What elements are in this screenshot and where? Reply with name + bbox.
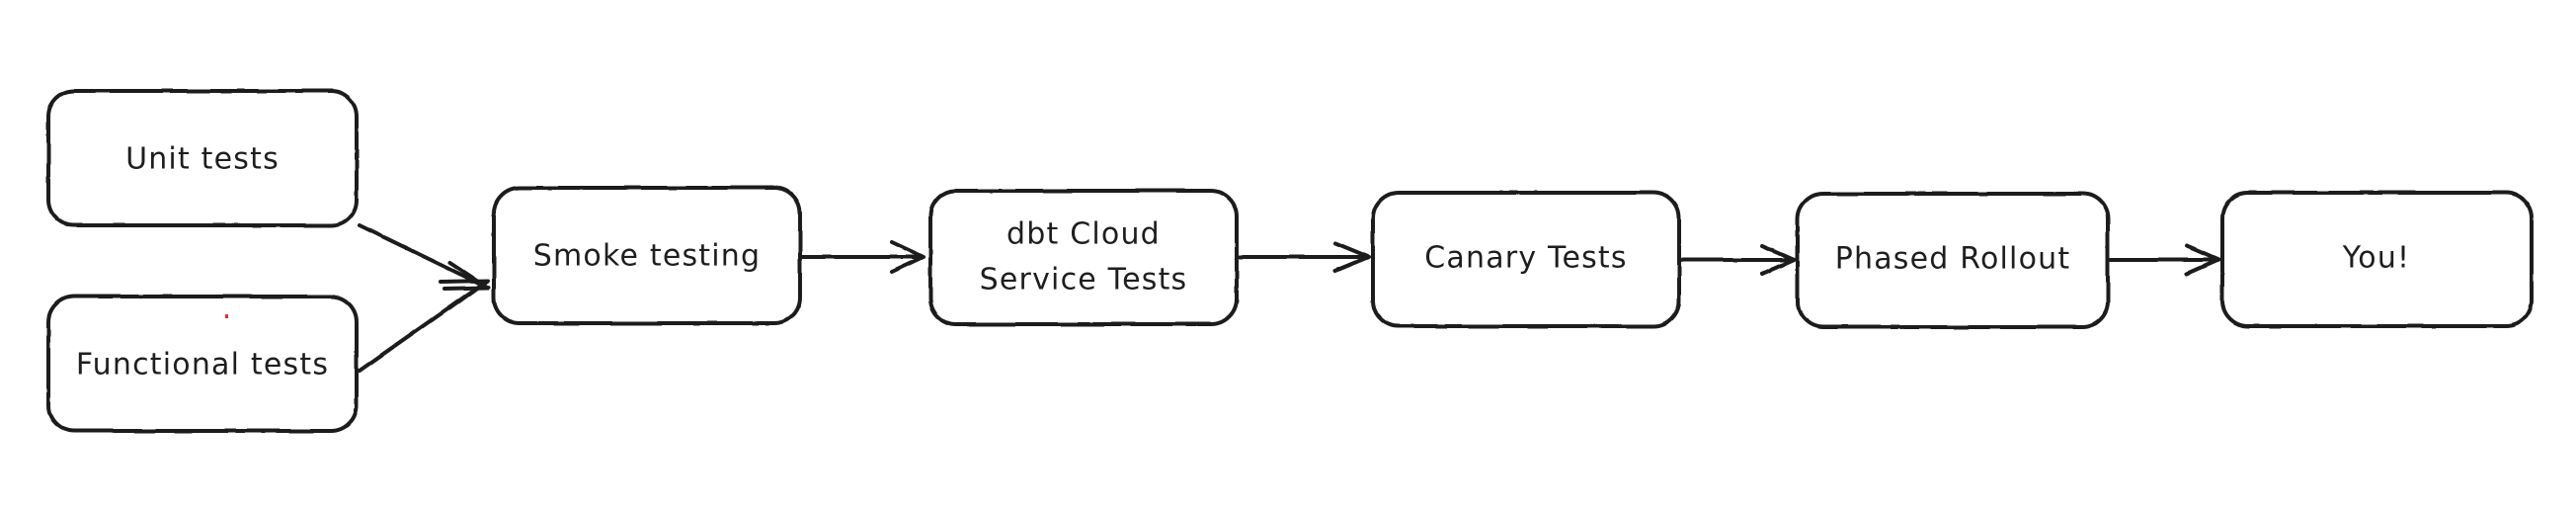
node-phased-rollout-label: Phased Rollout: [1835, 242, 2071, 277]
edges-layer: [358, 223, 2220, 373]
node-smoke-testing-label: Smoke testing: [533, 239, 762, 274]
node-unit-tests-shape[interactable]: [46, 89, 359, 227]
node-smoke-testing-shape[interactable]: [492, 186, 802, 325]
node-you[interactable]: You!: [2220, 191, 2534, 328]
node-phased-rollout[interactable]: Phased Rollout: [1796, 192, 2110, 329]
node-dbt-cloud-service-tests-shape[interactable]: [928, 189, 1239, 326]
edge-unit-to-smoke[interactable]: [358, 223, 490, 291]
node-functional-tests-shape[interactable]: [46, 295, 359, 433]
node-unit-tests[interactable]: Unit tests: [46, 89, 359, 227]
node-dbt-cloud-service-tests-label-line2: Service Tests: [980, 263, 1188, 298]
edge-dbt-to-canary[interactable]: [1238, 241, 1371, 273]
edge-canary-to-phased[interactable]: [1680, 244, 1796, 276]
render-artifact-speck: [225, 314, 228, 318]
node-functional-tests-label: Functional tests: [76, 348, 329, 382]
node-you-shape[interactable]: [2220, 191, 2534, 328]
node-unit-tests-label: Unit tests: [125, 142, 280, 177]
node-canary-tests-label: Canary Tests: [1424, 241, 1627, 276]
edge-functional-to-smoke[interactable]: [358, 279, 490, 373]
node-smoke-testing[interactable]: Smoke testing: [492, 186, 802, 325]
edge-phased-to-you[interactable]: [2109, 244, 2220, 276]
node-you-label: You!: [2342, 241, 2411, 276]
node-functional-tests[interactable]: Functional tests: [46, 295, 359, 433]
node-dbt-cloud-service-tests-label-line1: dbt Cloud: [1006, 217, 1161, 252]
edge-smoke-to-dbt[interactable]: [800, 240, 926, 274]
node-canary-tests[interactable]: Canary Tests: [1371, 191, 1681, 328]
nodes-layer: Unit tests Functional tests Smoke testin…: [46, 89, 2534, 433]
node-canary-tests-shape[interactable]: [1371, 191, 1681, 328]
node-dbt-cloud-service-tests[interactable]: dbt Cloud Service Tests: [928, 189, 1239, 326]
node-phased-rollout-shape[interactable]: [1796, 192, 2110, 329]
